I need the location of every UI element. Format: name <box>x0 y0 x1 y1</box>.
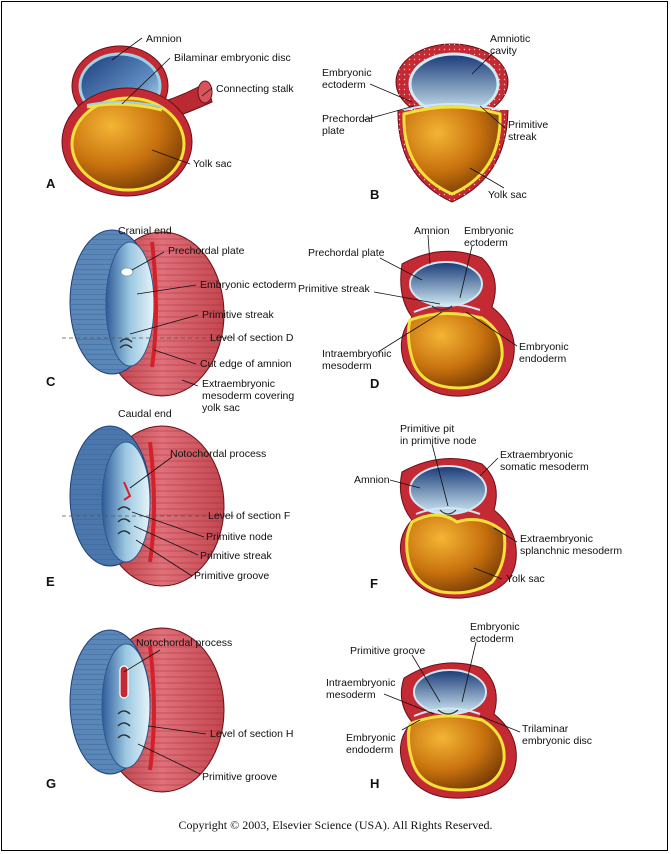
label-trilaminar-1: Trilaminar <box>522 723 569 735</box>
label-extra-somatic-1: Extraembryonic <box>500 449 573 461</box>
label-primitive-groove-g: Primitive groove <box>202 771 277 783</box>
label-amnion-f: Amnion <box>354 474 390 486</box>
label-embryonic-ectoderm-d-1: Embryonic <box>464 225 514 237</box>
label-level-section-f: Level of section F <box>208 510 290 522</box>
label-primitive-groove-e: Primitive groove <box>194 570 269 582</box>
label-primitive-streak-e: Primitive streak <box>200 550 273 562</box>
label-intraembryonic-d-1: Intraembryonic <box>322 348 391 360</box>
panel-g: Notochordal process Level of section H P… <box>46 627 293 793</box>
label-yolk-sac-f: Yolk sac <box>506 573 545 585</box>
panel-letter-e: E <box>46 574 55 589</box>
label-bilaminar-disc: Bilaminar embryonic disc <box>174 52 291 64</box>
label-extraembryonic-c-2: mesoderm covering <box>202 390 294 402</box>
label-prechordal-plate-b-1: Prechordal <box>322 113 373 125</box>
label-extraembryonic-c-1: Extraembryonic <box>202 378 275 390</box>
label-notochordal-process-g: Notochordal process <box>136 637 232 649</box>
panel-e: Notochordal process Level of section F P… <box>46 425 290 589</box>
label-notochordal-process-e: Notochordal process <box>170 448 266 460</box>
label-primitive-node-e: Primitive node <box>206 531 273 543</box>
panel-c: Cranial end Prechordal plate Embryonic e… <box>46 225 297 420</box>
label-level-section-h: Level of section H <box>210 728 293 740</box>
label-amniotic-cavity-1: Amniotic <box>490 33 530 45</box>
label-amnion-a: Amnion <box>146 33 182 45</box>
panel-letter-a: A <box>46 176 56 191</box>
label-primitive-streak-c: Primitive streak <box>202 309 275 321</box>
panel-letter-b: B <box>370 187 379 202</box>
label-extra-splanchnic-2: splanchnic mesoderm <box>520 545 622 557</box>
panel-f: Primitive pit in primitive node Extraemb… <box>354 423 622 599</box>
label-cut-edge-amnion: Cut edge of amnion <box>200 358 292 370</box>
label-primitive-groove-h: Primitive groove <box>350 645 425 657</box>
label-yolk-sac-b: Yolk sac <box>488 189 527 201</box>
panel-letter-h: H <box>370 776 379 791</box>
label-connecting-stalk: Connecting stalk <box>216 83 294 95</box>
label-embryonic-endoderm-h-1: Embryonic <box>346 732 396 744</box>
panel-b: Amniotic cavity Embryonic ectoderm Prech… <box>322 33 548 203</box>
label-amniotic-cavity-2: cavity <box>490 45 518 57</box>
label-intraembryonic-h-2: mesoderm <box>326 689 376 701</box>
label-extra-splanchnic-1: Extraembryonic <box>520 533 593 545</box>
label-embryonic-ectoderm-c: Embryonic ectoderm <box>200 279 297 291</box>
label-embryonic-ectoderm-b-2: ectoderm <box>322 79 366 91</box>
label-embryonic-endoderm-h-2: endoderm <box>346 744 394 756</box>
panel-letter-g: G <box>46 776 56 791</box>
panel-letter-c: C <box>46 374 56 389</box>
panel-h: Primitive groove Embryonic ectoderm Intr… <box>326 621 592 799</box>
embryo-figure: Amnion Bilaminar embryonic disc Connecti… <box>46 33 622 799</box>
panel-d: Amnion Embryonic ectoderm Prechordal pla… <box>298 225 569 397</box>
label-trilaminar-2: embryonic disc <box>522 735 592 747</box>
label-embryonic-endoderm-d-1: Embryonic <box>519 341 569 353</box>
panel-a: Amnion Bilaminar embryonic disc Connecti… <box>46 33 294 197</box>
label-embryonic-ectoderm-d-2: ectoderm <box>464 237 508 249</box>
label-caudal-end: Caudal end <box>118 408 172 420</box>
copyright-notice: Copyright © 2003, Elsevier Science (USA)… <box>178 818 493 832</box>
label-intraembryonic-h-1: Intraembryonic <box>326 677 395 689</box>
label-primitive-pit-2: in primitive node <box>400 435 477 447</box>
figure-page: Amnion Bilaminar embryonic disc Connecti… <box>14 14 661 844</box>
label-extraembryonic-c-3: yolk sac <box>202 402 240 414</box>
label-embryonic-ectoderm-b-1: Embryonic <box>322 67 372 79</box>
label-primitive-pit-1: Primitive pit <box>400 423 454 435</box>
label-level-section-d: Level of section D <box>210 332 294 344</box>
label-prechordal-plate-b-2: plate <box>322 125 345 137</box>
label-primitive-streak-d: Primitive streak <box>298 283 371 295</box>
label-primitive-streak-b-2: streak <box>508 131 537 143</box>
label-prechordal-plate-d: Prechordal plate <box>308 247 385 259</box>
label-amnion-d: Amnion <box>414 225 450 237</box>
label-embryonic-ectoderm-h-1: Embryonic <box>470 621 520 633</box>
label-cranial-end: Cranial end <box>118 225 172 237</box>
label-embryonic-endoderm-d-2: endoderm <box>519 353 567 365</box>
panel-letter-f: F <box>370 576 378 591</box>
panel-letter-d: D <box>370 376 379 391</box>
label-extra-somatic-2: somatic mesoderm <box>500 461 589 473</box>
label-intraembryonic-d-2: mesoderm <box>322 360 372 372</box>
label-prechordal-plate-c: Prechordal plate <box>168 245 245 257</box>
label-yolk-sac-a: Yolk sac <box>193 158 232 170</box>
label-primitive-streak-b-1: Primitive <box>508 119 548 131</box>
label-embryonic-ectoderm-h-2: ectoderm <box>470 633 514 645</box>
